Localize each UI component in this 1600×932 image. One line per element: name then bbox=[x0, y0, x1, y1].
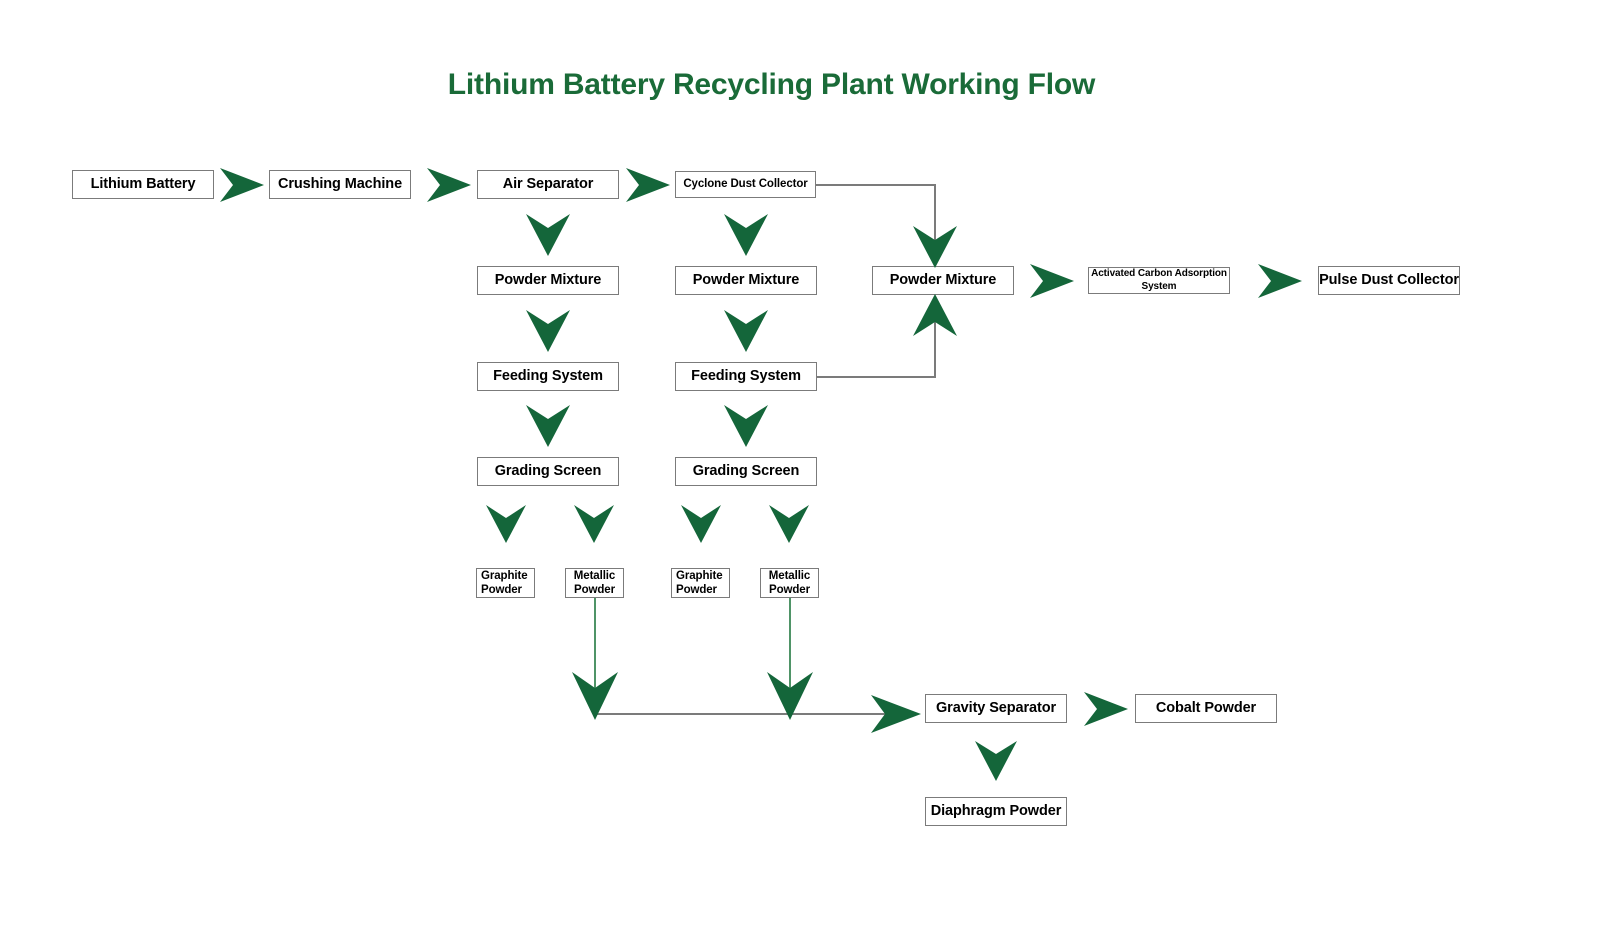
node-label-line1: Graphite bbox=[676, 569, 723, 582]
node-label-line2: Powder bbox=[481, 584, 522, 596]
arrow-down-metallic2-to-collector-line bbox=[765, 672, 815, 720]
arrow-up-feeding-elbow-to-mixture3 bbox=[911, 294, 959, 336]
node-feeding-system-1[interactable]: Feeding System bbox=[477, 362, 619, 391]
node-label: Crushing Machine bbox=[277, 176, 403, 193]
node-metallic-powder-1[interactable]: Metallic Powder bbox=[565, 568, 624, 598]
node-metallic-powder-2[interactable]: Metallic Powder bbox=[760, 568, 819, 598]
arrow-down-grading1-to-graphite1 bbox=[484, 505, 528, 543]
arrow-down-gravity-to-diaphragm bbox=[973, 741, 1019, 781]
connector-metallic2-drop-line bbox=[789, 598, 791, 703]
page-title: Lithium Battery Recycling Plant Working … bbox=[447, 68, 1096, 101]
arrow-right-crusher-to-air-separator bbox=[427, 166, 471, 204]
node-label: Powder Mixture bbox=[494, 272, 602, 289]
node-diaphragm-powder[interactable]: Diaphragm Powder bbox=[925, 797, 1067, 826]
node-label-line1: Metallic bbox=[573, 569, 616, 582]
connector-cyclone-to-mixture-horizontal bbox=[816, 184, 936, 186]
node-label: Pulse Dust Collector bbox=[1319, 272, 1459, 289]
node-label: Cyclone Dust Collector bbox=[683, 178, 808, 191]
node-label: Diaphragm Powder bbox=[930, 803, 1062, 820]
node-feeding-system-2[interactable]: Feeding System bbox=[675, 362, 817, 391]
connector-feeding-to-mixture-vertical bbox=[934, 296, 936, 377]
node-gravity-separator[interactable]: Gravity Separator bbox=[925, 694, 1067, 723]
node-powder-mixture-1[interactable]: Powder Mixture bbox=[477, 266, 619, 295]
node-label: Powder Mixture bbox=[692, 272, 800, 289]
node-label-line1: Activated Carbon Adsorption bbox=[1091, 268, 1227, 279]
arrow-down-grading2-to-graphite2 bbox=[679, 505, 723, 543]
node-label-line2: Powder bbox=[676, 584, 717, 596]
node-label: Grading Screen bbox=[494, 463, 602, 480]
node-pulse-dust-collector[interactable]: Pulse Dust Collector bbox=[1318, 266, 1460, 295]
arrow-down-cyclone-to-mixture bbox=[722, 214, 770, 256]
arrow-right-activated-carbon-to-pulse bbox=[1258, 262, 1302, 300]
connector-collector-to-gravity-separator bbox=[594, 713, 894, 715]
node-air-separator[interactable]: Air Separator bbox=[477, 170, 619, 199]
node-label-line2: Powder bbox=[574, 584, 615, 596]
connector-feeding-to-mixture-horizontal bbox=[816, 376, 936, 378]
arrow-right-mixture-to-activated-carbon bbox=[1030, 262, 1074, 300]
arrow-right-air-separator-to-cyclone bbox=[626, 166, 670, 204]
arrow-down-mixture1-to-feeding1 bbox=[524, 310, 572, 352]
node-graphite-powder-2[interactable]: Graphite Powder bbox=[671, 568, 730, 598]
node-cyclone-dust-collector[interactable]: Cyclone Dust Collector bbox=[675, 171, 816, 198]
node-lithium-battery[interactable]: Lithium Battery bbox=[72, 170, 214, 199]
node-powder-mixture-3[interactable]: Powder Mixture bbox=[872, 266, 1014, 295]
node-label: Air Separator bbox=[502, 176, 594, 193]
arrow-down-grading1-to-metallic1 bbox=[572, 505, 616, 543]
node-label: Gravity Separator bbox=[936, 700, 1056, 717]
arrow-down-mixture2-to-feeding2 bbox=[722, 310, 770, 352]
arrow-right-gravity-to-cobalt bbox=[1084, 690, 1128, 728]
node-label-line2: Powder bbox=[769, 584, 810, 596]
node-label: Feeding System bbox=[493, 368, 603, 385]
arrow-down-metallic1-to-collector-line bbox=[570, 672, 620, 720]
arrow-down-cyclone-elbow-to-mixture3 bbox=[911, 226, 959, 268]
connector-cyclone-to-mixture-vertical bbox=[934, 184, 936, 266]
node-graphite-powder-1[interactable]: Graphite Powder bbox=[476, 568, 535, 598]
node-powder-mixture-2[interactable]: Powder Mixture bbox=[675, 266, 817, 295]
arrow-down-feeding1-to-grading1 bbox=[524, 405, 572, 447]
node-label: Powder Mixture bbox=[889, 272, 997, 289]
arrow-down-air-separator-to-mixture bbox=[524, 214, 572, 256]
node-label-line1: Graphite bbox=[481, 569, 528, 582]
node-label: Grading Screen bbox=[692, 463, 800, 480]
arrow-right-battery-to-crusher bbox=[220, 166, 264, 204]
arrow-right-collector-to-gravity-separator bbox=[871, 693, 921, 735]
node-label: Lithium Battery bbox=[90, 176, 196, 193]
node-label-line1: Metallic bbox=[768, 569, 811, 582]
node-label: Cobalt Powder bbox=[1155, 700, 1257, 717]
node-label-line2: System bbox=[1141, 280, 1177, 292]
arrow-down-feeding2-to-grading2 bbox=[722, 405, 770, 447]
connector-metallic1-drop-line bbox=[594, 598, 596, 703]
node-label: Feeding System bbox=[691, 368, 801, 385]
arrow-down-grading2-to-metallic2 bbox=[767, 505, 811, 543]
node-grading-screen-2[interactable]: Grading Screen bbox=[675, 457, 817, 486]
node-crushing-machine[interactable]: Crushing Machine bbox=[269, 170, 411, 199]
node-activated-carbon-adsorption-system[interactable]: Activated Carbon Adsorption System bbox=[1088, 267, 1230, 294]
node-cobalt-powder[interactable]: Cobalt Powder bbox=[1135, 694, 1277, 723]
node-grading-screen-1[interactable]: Grading Screen bbox=[477, 457, 619, 486]
